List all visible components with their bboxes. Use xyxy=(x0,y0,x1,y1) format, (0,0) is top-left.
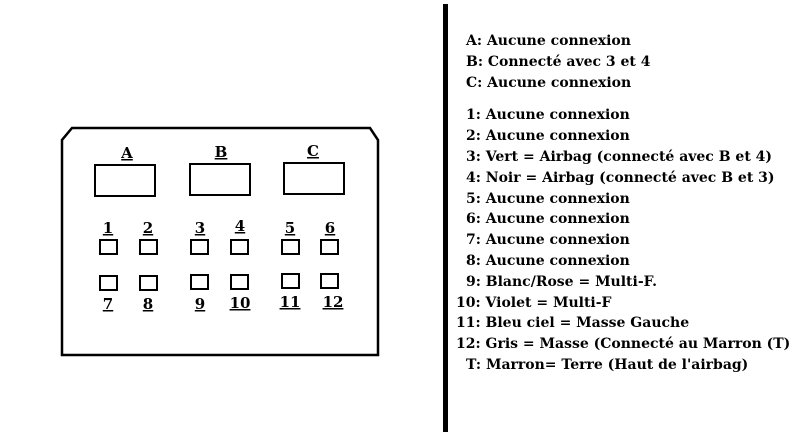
pin-3 xyxy=(190,239,209,255)
legend-pin-11: 11: Bleu ciel = Masse Gauche xyxy=(456,315,690,332)
legend-pin-1: 1: Aucune connexion xyxy=(466,107,630,124)
pin-label-9: 9 xyxy=(195,295,205,313)
legend-slot-a: A: Aucune connexion xyxy=(466,33,631,49)
pin-6 xyxy=(320,239,339,255)
pin-5 xyxy=(281,239,300,255)
pin-10 xyxy=(230,274,249,290)
legend-pin-t: T: Marron= Terre (Haut de l'airbag) xyxy=(466,356,749,373)
pin-12 xyxy=(320,273,339,289)
pin-label-5: 5 xyxy=(285,219,295,237)
legend-pin-7: 7: Aucune connexion xyxy=(466,232,630,249)
pin-2 xyxy=(139,239,158,255)
pin-label-7: 7 xyxy=(103,295,113,313)
pin-label-10: 10 xyxy=(230,294,251,312)
pin-9 xyxy=(190,274,209,290)
connector-housing xyxy=(60,126,380,357)
legend-pin-6: 6: Aucune connexion xyxy=(466,211,630,228)
legend-slot-b: B: Connecté avec 3 et 4 xyxy=(466,53,651,70)
slot-b xyxy=(189,163,251,196)
legend-pin-10: 10: Violet = Multi-F xyxy=(456,294,612,311)
pin-label-12: 12 xyxy=(323,293,344,311)
pin-label-1: 1 xyxy=(103,219,113,237)
connector-diagram: A B C 1 2 3 4 5 6 7 8 9 10 11 12 xyxy=(60,126,380,357)
legend-slots: A: Aucune connexion B: Connecté avec 3 e… xyxy=(448,31,798,93)
slot-label-a: A xyxy=(120,144,133,162)
legend: A: Aucune connexion B: Connecté avec 3 e… xyxy=(448,31,798,376)
slot-label-b: B xyxy=(215,143,228,161)
pin-11 xyxy=(281,273,300,289)
slot-c xyxy=(283,162,345,195)
legend-pins: 1: Aucune connexion 2: Aucune connexion … xyxy=(448,105,798,375)
legend-pin-8: 8: Aucune connexion xyxy=(466,252,630,269)
pin-8 xyxy=(139,275,158,291)
pin-7 xyxy=(99,275,118,291)
pin-label-3: 3 xyxy=(195,219,205,237)
pin-label-6: 6 xyxy=(325,219,335,237)
pin-1 xyxy=(99,239,118,255)
legend-slot-c: C: Aucune connexion xyxy=(466,74,632,91)
vertical-divider xyxy=(443,4,448,432)
legend-pin-3: 3: Vert = Airbag (connecté avec B et 4) xyxy=(466,148,773,165)
pin-4 xyxy=(230,239,249,255)
legend-pin-2: 2: Aucune connexion xyxy=(466,128,630,145)
legend-pin-5: 5: Aucune connexion xyxy=(466,190,630,207)
legend-pin-4: 4: Noir = Airbag (connecté avec B et 3) xyxy=(466,169,775,186)
pin-label-2: 2 xyxy=(143,219,153,237)
slot-a xyxy=(94,164,156,197)
slot-label-c: C xyxy=(307,142,319,160)
pin-label-4: 4 xyxy=(235,217,245,235)
pin-label-8: 8 xyxy=(143,295,153,313)
pin-label-11: 11 xyxy=(280,293,301,311)
legend-pin-12: 12: Gris = Masse (Connecté au Marron (T) xyxy=(456,336,791,353)
legend-pin-9: 9: Blanc/Rose = Multi-F. xyxy=(466,273,658,290)
